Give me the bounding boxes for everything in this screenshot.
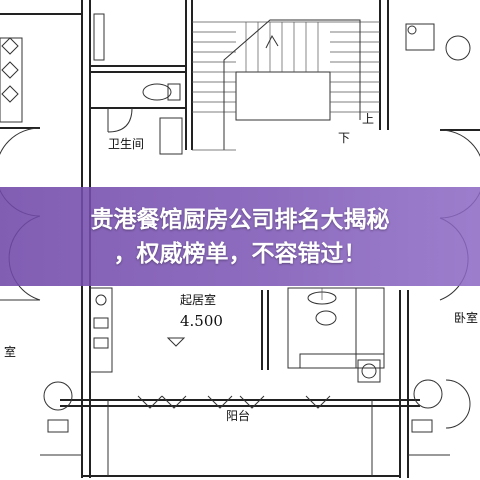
bedroom-left-label: 室 [4, 345, 17, 359]
bedroom-right-label: 卧室 [454, 311, 479, 325]
bathroom-fixtures [93, 13, 183, 155]
floor-level-label: 4.500 [180, 312, 223, 330]
staircase [192, 19, 380, 151]
living-room-label: 起居室 [180, 293, 217, 307]
stairs-down-label: 下 [338, 131, 351, 145]
living-room-furniture [89, 287, 385, 383]
banner-title-line-1: 贵港餐馆厨房公司排名大揭秘 [90, 206, 390, 233]
balcony-doors [137, 337, 331, 409]
balcony-label: 阳台 [226, 409, 251, 423]
bathroom-label: 卫生间 [108, 137, 145, 151]
banner-title-line-2: ，权威榜单，不容错过！ [113, 240, 367, 267]
title-banner: 贵港餐馆厨房公司排名大揭秘 ，权威榜单，不容错过！ [0, 187, 480, 286]
stairs-up-label: 上 [362, 112, 375, 126]
